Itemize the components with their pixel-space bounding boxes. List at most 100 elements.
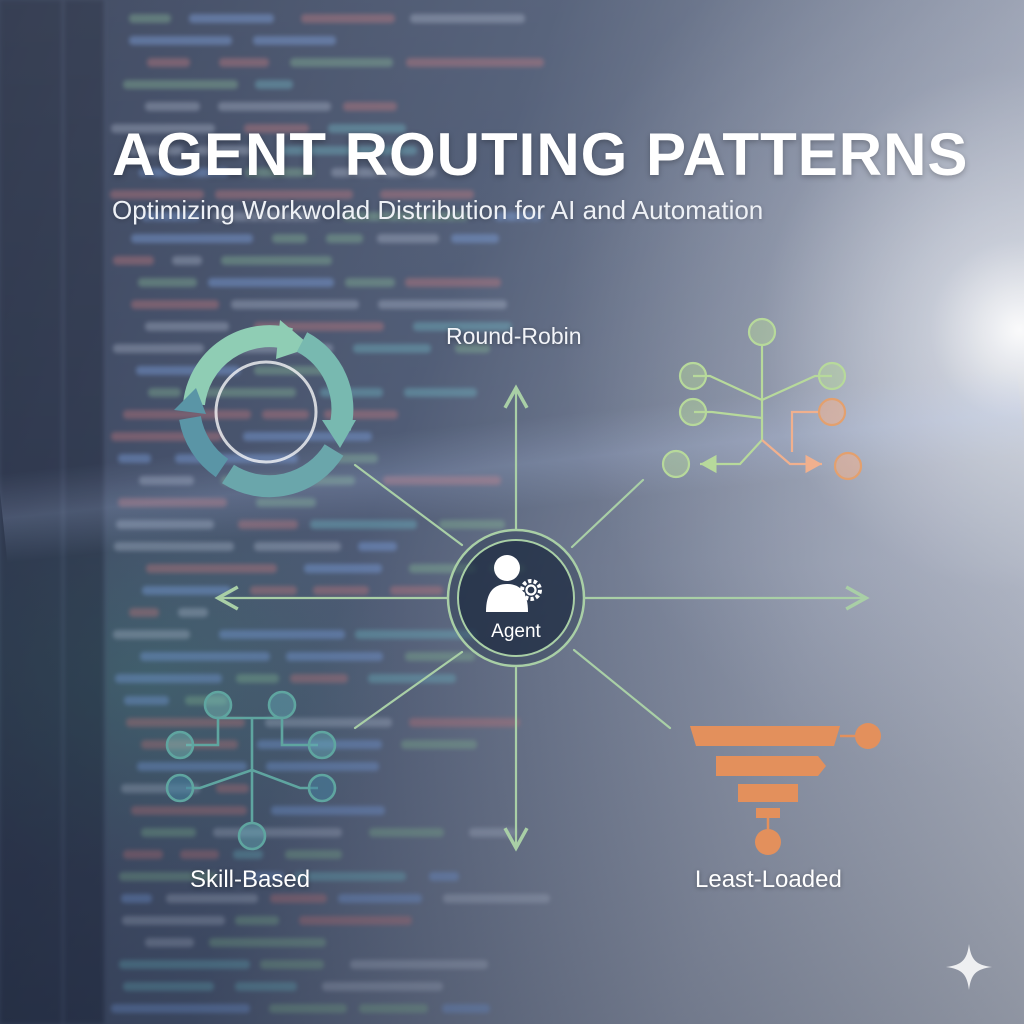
code-line-segment [113, 630, 190, 639]
code-line-segment [114, 542, 234, 551]
code-line-segment [118, 454, 151, 463]
code-line-segment [285, 850, 342, 859]
funnel-icon [690, 723, 881, 855]
page-title: AGENT ROUTING PATTERNS [112, 121, 969, 188]
code-line-segment [286, 652, 383, 661]
code-line-segment [180, 850, 219, 859]
code-line-segment [236, 674, 279, 683]
code-line-segment [254, 542, 341, 551]
code-line-segment [116, 520, 214, 529]
code-line-segment [343, 102, 397, 111]
code-line-segment [115, 674, 222, 683]
code-line-segment [221, 344, 333, 353]
code-line-segment [443, 894, 550, 903]
user-gear-icon [486, 555, 542, 612]
code-line-segment [313, 586, 369, 595]
code-line-segment [265, 718, 392, 727]
code-line-segment [123, 80, 238, 89]
code-line-segment [215, 190, 353, 199]
code-line-segment [138, 278, 197, 287]
code-line-segment [310, 520, 417, 529]
least-loaded-label: Least-Loaded [695, 866, 842, 893]
branching-nodes-icon [661, 317, 863, 481]
code-line-segment [299, 916, 412, 925]
code-line-segment [345, 278, 395, 287]
code-line-segment [148, 388, 181, 397]
code-line-segment [208, 278, 334, 287]
code-line-segment [131, 300, 219, 309]
code-line-segment [124, 696, 169, 705]
code-line-segment [131, 806, 247, 815]
spoke-upper-left [353, 463, 464, 547]
agent-hub [446, 528, 586, 668]
sparkle-icon [946, 944, 992, 990]
node-tree-icon [165, 690, 337, 851]
code-line-segment [404, 388, 477, 397]
code-line-segment [368, 674, 456, 683]
code-line-segment [256, 498, 316, 507]
connector-lines [214, 384, 870, 852]
code-line-segment [290, 58, 393, 67]
code-line-segment [328, 124, 406, 133]
code-line-segment [281, 146, 417, 155]
code-line-segment [338, 894, 422, 903]
spoke-lower-left [353, 650, 464, 730]
code-line-segment [209, 938, 326, 947]
code-line-segment [218, 102, 331, 111]
code-line-segment [410, 14, 525, 23]
code-line-segment [245, 168, 314, 177]
code-line-segment [254, 322, 384, 331]
code-line-segment [131, 234, 253, 243]
code-line-segment [324, 410, 398, 419]
code-line-segment [451, 234, 499, 243]
page-subtitle: Optimizing Workwolad Distribution for AI… [112, 195, 764, 225]
code-line-segment [260, 960, 324, 969]
code-line-segment [238, 520, 298, 529]
code-line-segment [111, 1004, 250, 1013]
code-line-segment [383, 476, 501, 485]
code-line-segment [118, 498, 227, 507]
code-line-segment [139, 476, 194, 485]
code-line-segment [326, 234, 363, 243]
code-line-segment [271, 806, 385, 815]
code-line-segment [123, 410, 251, 419]
code-line-segment [304, 564, 382, 573]
code-line-segment [270, 894, 327, 903]
code-line-segment [353, 344, 431, 353]
code-line-segment [213, 828, 342, 837]
code-line-segment [119, 872, 218, 881]
code-line-segment [119, 960, 250, 969]
code-line-segment [127, 146, 183, 155]
code-line-segment [243, 432, 372, 441]
code-line-segment [406, 58, 544, 67]
code-line-segment [377, 234, 439, 243]
code-line-segment [121, 784, 200, 793]
code-line-segment [250, 586, 297, 595]
code-line-segment [390, 586, 443, 595]
code-line-segment [378, 300, 507, 309]
code-line-segment [442, 1004, 490, 1013]
code-line-segment [257, 740, 382, 749]
code-line-segment [111, 432, 222, 441]
code-line-segment [301, 14, 395, 23]
code-line-segment [121, 894, 152, 903]
code-line-segment [129, 14, 171, 23]
code-line-segment [318, 454, 378, 463]
code-line-segment [358, 542, 397, 551]
code-line-segment [142, 586, 231, 595]
code-line-segment [139, 168, 229, 177]
code-line-segment [231, 300, 359, 309]
code-line-segment [221, 256, 332, 265]
circular-arrows-icon [174, 320, 356, 498]
code-line-segment [136, 366, 240, 375]
code-line-segment [413, 322, 512, 331]
code-line-segment [266, 762, 379, 771]
code-line-segment [355, 630, 477, 639]
code-line-segment [140, 652, 270, 661]
code-line-segment [244, 124, 309, 133]
editor-gutter [0, 0, 106, 1024]
code-line-segment [233, 850, 263, 859]
